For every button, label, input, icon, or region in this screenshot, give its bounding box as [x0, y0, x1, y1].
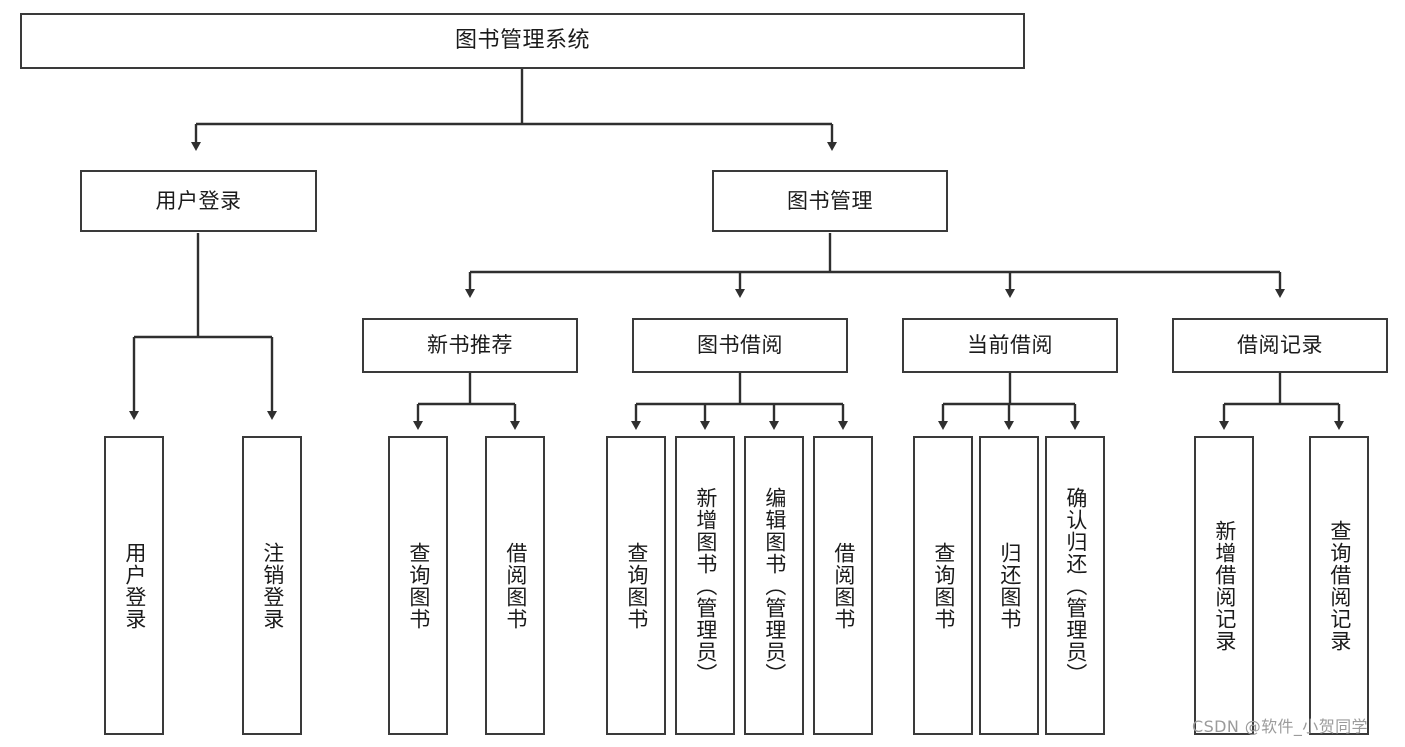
node-current-borrow[interactable]: 当前借阅 [902, 318, 1118, 373]
leaf-book-borrow-edit[interactable]: 编辑图书（管理员） [744, 436, 804, 735]
leaf-borrow-record-query[interactable]: 查询借阅记录 [1309, 436, 1369, 735]
leaf-book-borrow-query[interactable]: 查询图书 [606, 436, 666, 735]
node-label: 图书借阅 [697, 333, 783, 358]
leaf-user-login-signin[interactable]: 用户登录 [104, 436, 164, 735]
node-label: 当前借阅 [967, 333, 1053, 358]
leaf-current-borrow-query[interactable]: 查询图书 [913, 436, 973, 735]
leaf-new-book-borrow[interactable]: 借阅图书 [485, 436, 545, 735]
leaf-current-borrow-return[interactable]: 归还图书 [979, 436, 1039, 735]
node-label: 借阅图书 [831, 541, 856, 630]
node-new-book-recommend[interactable]: 新书推荐 [362, 318, 578, 373]
node-label: 图书管理 [787, 188, 873, 213]
node-label: 新书推荐 [427, 333, 513, 358]
node-label: 图书管理系统 [454, 28, 590, 54]
node-label: 查询图书 [931, 541, 956, 630]
leaf-borrow-record-add[interactable]: 新增借阅记录 [1194, 436, 1254, 735]
watermark-text: CSDN @软件_小贺同学 [1192, 717, 1368, 736]
leaf-user-login-signout[interactable]: 注销登录 [242, 436, 302, 735]
node-label: 归还图书 [997, 541, 1022, 630]
node-label: 用户登录 [155, 188, 242, 213]
node-label: 借阅图书 [503, 541, 528, 630]
node-label: 查询借阅记录 [1327, 519, 1352, 652]
node-label: 新增借阅记录 [1212, 519, 1237, 652]
node-borrow-record[interactable]: 借阅记录 [1172, 318, 1388, 373]
node-book-management[interactable]: 图书管理 [712, 170, 948, 232]
node-user-login[interactable]: 用户登录 [80, 170, 317, 232]
node-label: 新增图书（管理员） [693, 486, 718, 685]
node-label: 查询图书 [624, 541, 649, 630]
node-label: 编辑图书（管理员） [762, 486, 787, 685]
node-root-system[interactable]: 图书管理系统 [20, 13, 1025, 69]
leaf-book-borrow-lend[interactable]: 借阅图书 [813, 436, 873, 735]
leaf-new-book-query[interactable]: 查询图书 [388, 436, 448, 735]
node-book-borrow[interactable]: 图书借阅 [632, 318, 848, 373]
node-label: 确认归还（管理员） [1063, 486, 1088, 685]
leaf-current-borrow-confirm[interactable]: 确认归还（管理员） [1045, 436, 1105, 735]
leaf-book-borrow-add[interactable]: 新增图书（管理员） [675, 436, 735, 735]
node-label: 用户登录 [122, 541, 147, 630]
node-label: 借阅记录 [1237, 333, 1323, 358]
node-label: 注销登录 [260, 541, 285, 630]
node-label: 查询图书 [406, 541, 431, 630]
